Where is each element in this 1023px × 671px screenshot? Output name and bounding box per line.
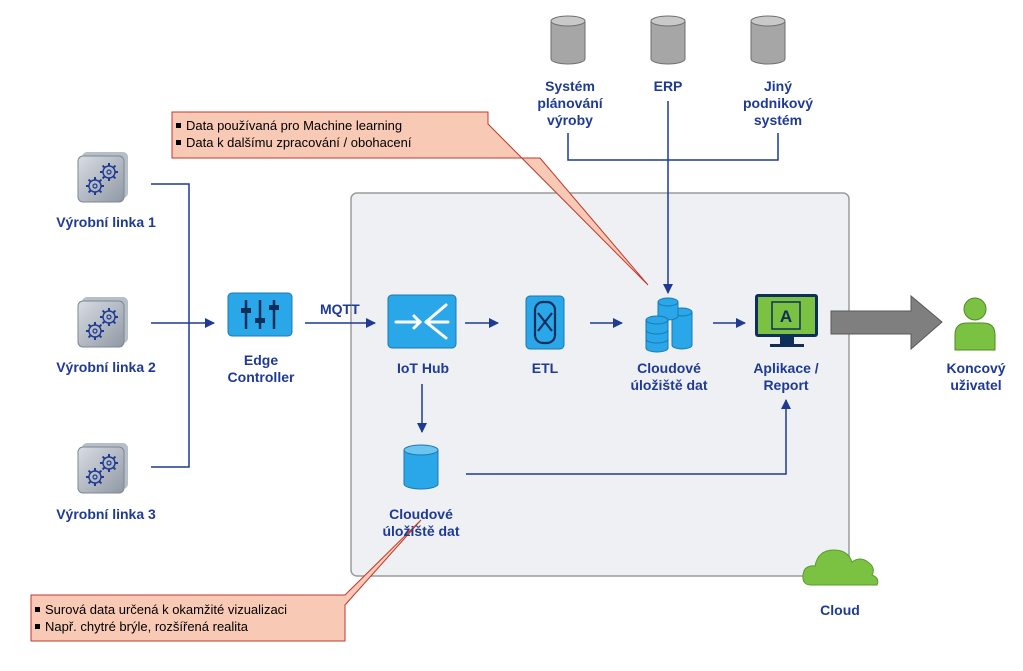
enterprise-system-2-icon (650, 15, 686, 65)
arrow-raw-storage-to-app (466, 399, 791, 475)
enterprise-system-1-label: Systém plánování výroby (537, 78, 603, 128)
iot-hub-label: IoT Hub (396, 360, 450, 376)
cloud-storage-main-label: Cloudové úložiště dat (630, 360, 708, 393)
production-line-1-label: Výrobní linka 1 (56, 214, 156, 230)
production-line-2-label: Výrobní linka 2 (56, 359, 156, 375)
cloud-storage-main-icon (645, 297, 693, 353)
callout-bottom-item-2: Např. chytré brýle, rozšířená realita (35, 618, 287, 635)
arrow-app-to-user (830, 294, 943, 351)
end-user-icon (954, 297, 996, 351)
application-label: Aplikace / Report (753, 360, 819, 393)
callout-bottom (30, 519, 422, 642)
enterprise-system-3-icon (750, 15, 786, 65)
connector-lines-bus (151, 183, 190, 468)
cloud-container (350, 192, 850, 577)
callout-bottom-item-1: Surová data určená k okamžité vizualizac… (35, 601, 287, 618)
production-line-1-icon (77, 152, 128, 203)
enterprise-system-3-label: Jiný podnikový systém (742, 78, 814, 128)
enterprise-system-1-icon (550, 15, 586, 65)
etl-icon (525, 295, 565, 350)
callout-top-item-2: Data k dalšímu zpracování / obohacení (176, 134, 411, 151)
callout-top (171, 111, 649, 286)
production-line-3-icon (77, 443, 128, 494)
production-line-3-label: Výrobní linka 3 (56, 506, 156, 522)
enterprise-system-2-label: ERP (653, 78, 683, 94)
callout-top-text: Data používaná pro Machine learning Data… (176, 117, 411, 151)
connector-enterprise-bus (567, 133, 779, 161)
application-icon: A (755, 294, 818, 347)
protocol-label: MQTT (320, 301, 360, 317)
callout-top-item-1: Data používaná pro Machine learning (176, 117, 411, 134)
production-line-2-icon (77, 297, 128, 348)
callout-bottom-text: Surová data určená k okamžité vizualizac… (35, 601, 287, 635)
cloud-icon (802, 549, 879, 586)
etl-label: ETL (531, 360, 559, 376)
cloud-storage-raw-icon (403, 444, 439, 490)
end-user-label: Koncový uživatel (946, 360, 1006, 393)
cloud-label: Cloud (820, 602, 860, 618)
edge-controller-label: Edge Controller (227, 352, 295, 385)
iot-hub-icon (387, 294, 457, 349)
svg-text:A: A (780, 307, 792, 326)
edge-controller-icon (227, 292, 293, 337)
cloud-storage-raw-label: Cloudové úložiště dat (382, 506, 460, 539)
